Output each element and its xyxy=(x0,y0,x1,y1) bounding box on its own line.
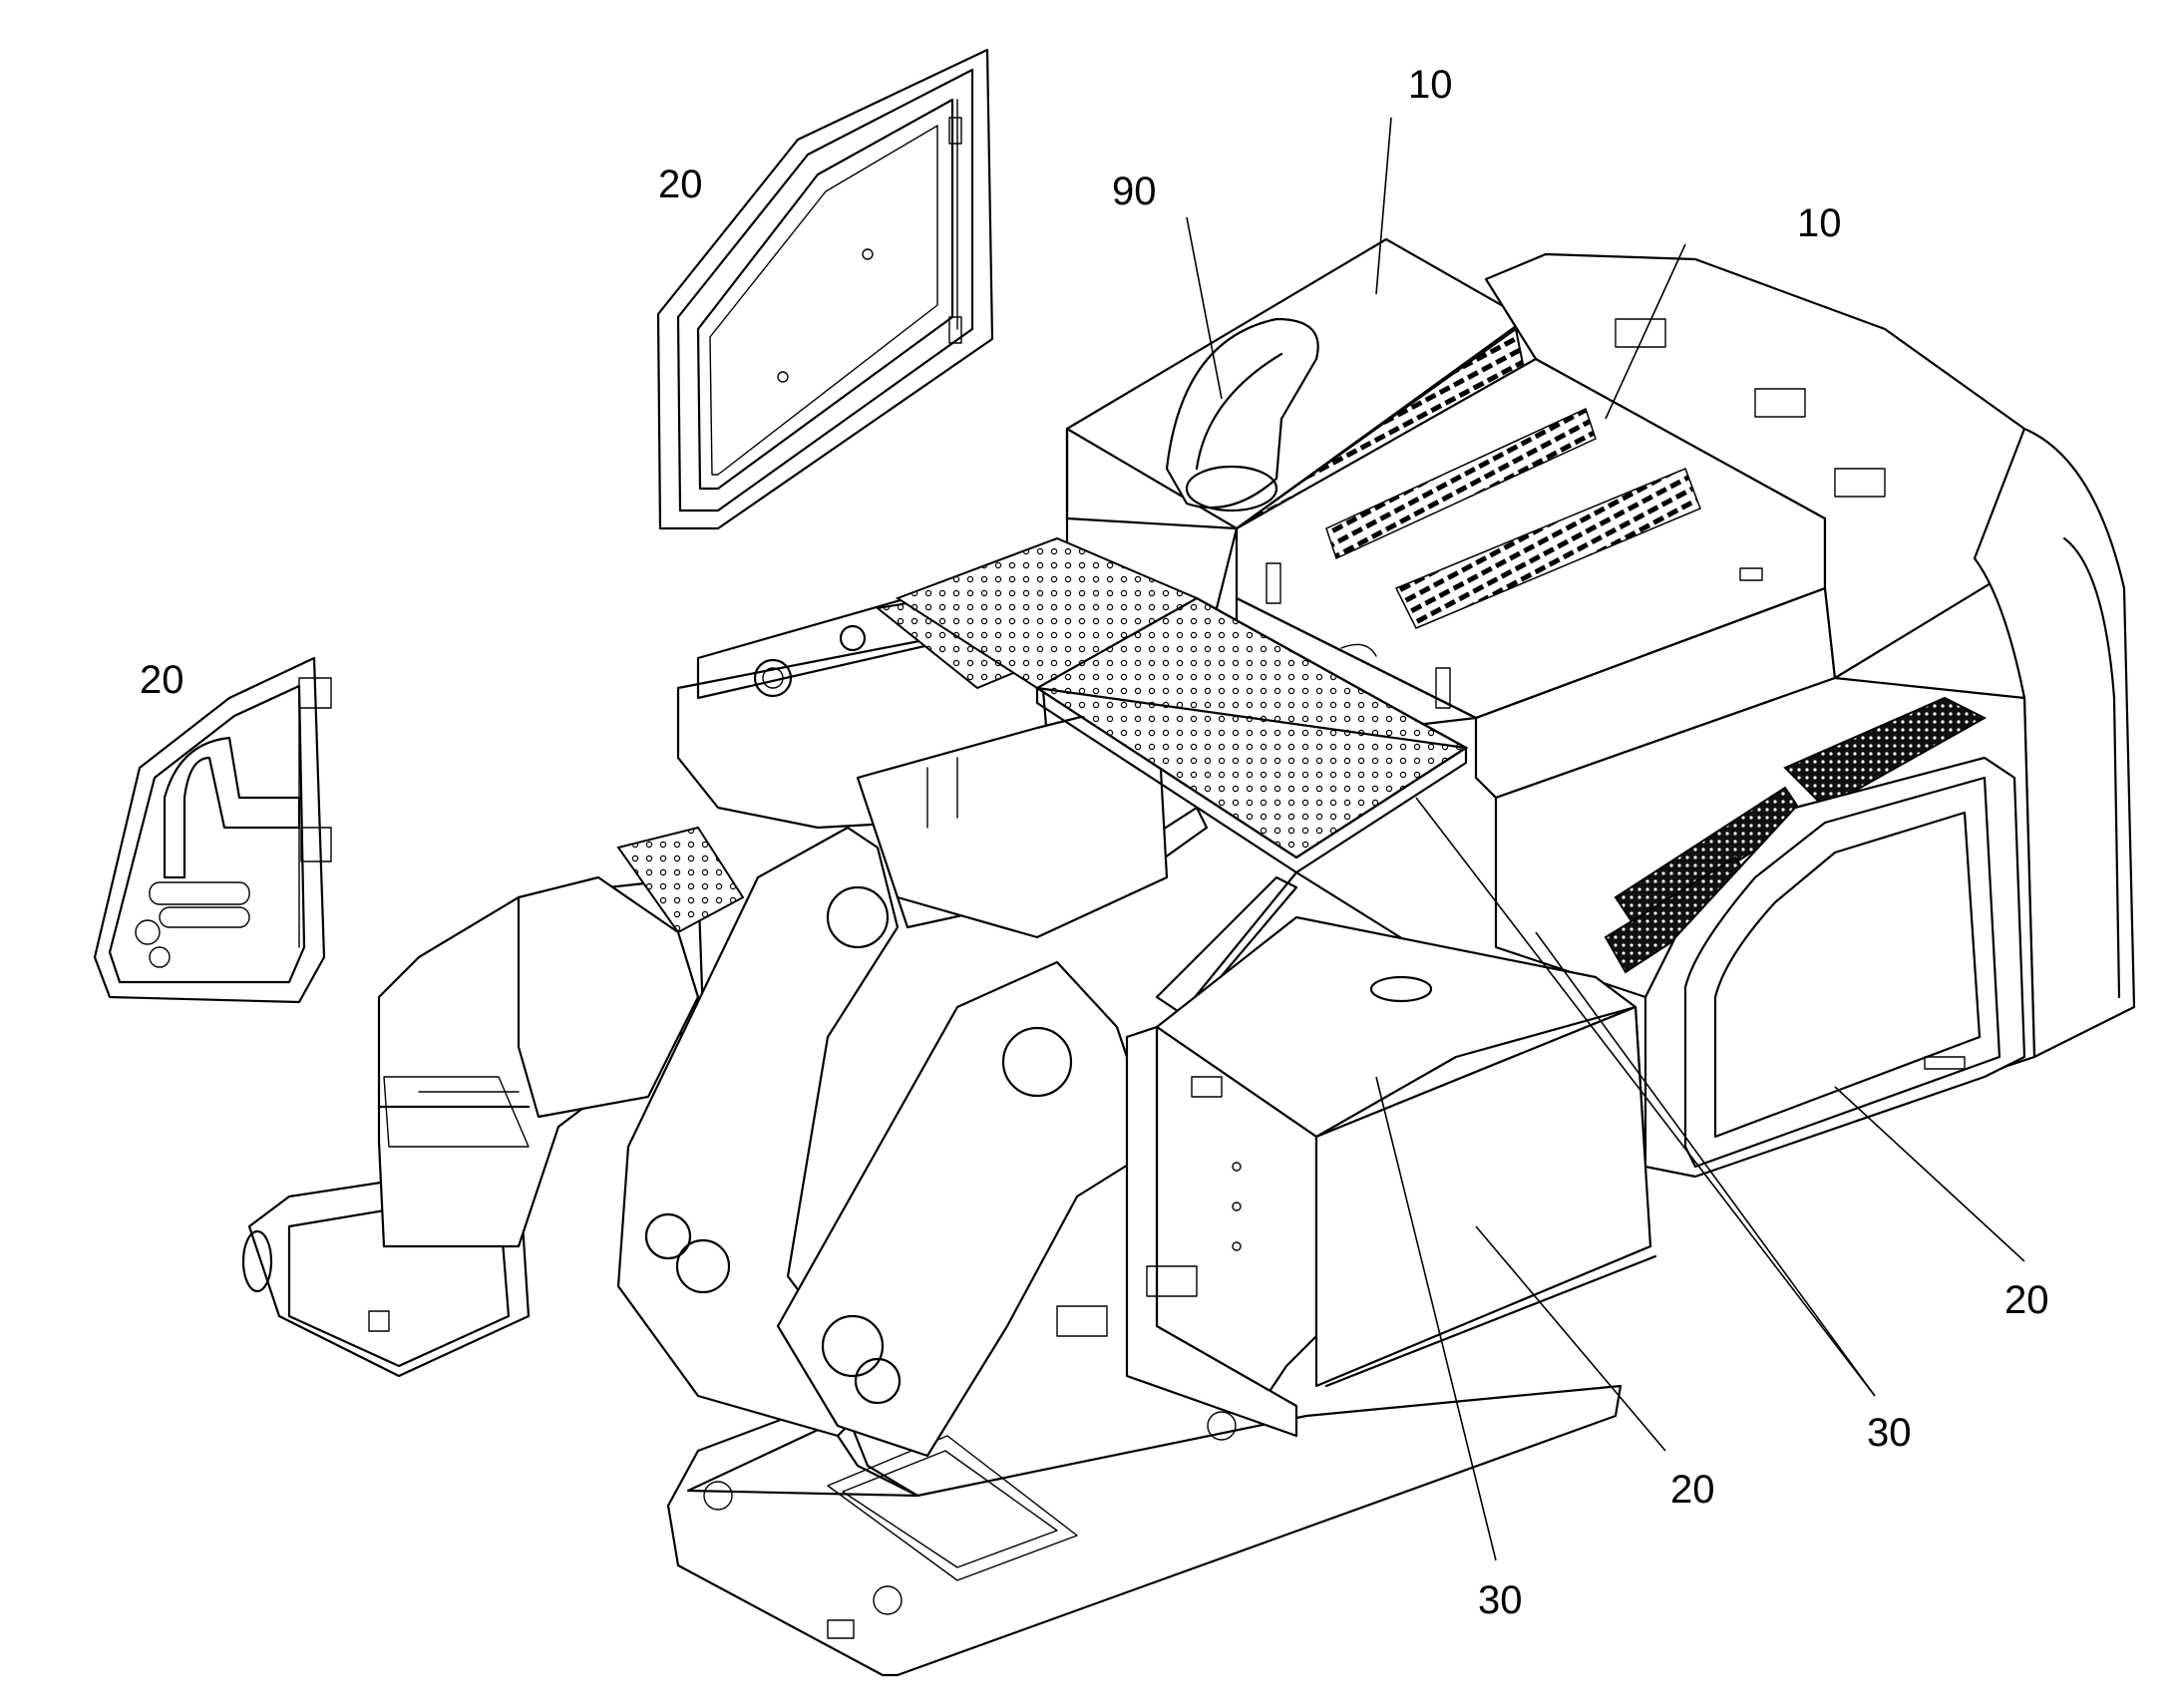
revolving-frame xyxy=(241,806,1623,1677)
leader-side-door-right xyxy=(1834,1086,2025,1262)
callout-labels: 20 20 10 10 90 20 20 30 30 xyxy=(140,63,2049,1622)
leader-lines xyxy=(1186,117,2025,1561)
callout-side-door-right: 20 xyxy=(2004,1278,2049,1322)
leader-hood-right xyxy=(1605,243,1686,420)
center-deck xyxy=(895,536,1657,1438)
leader-deck-right-b xyxy=(1535,931,1876,1397)
leader-hood-top xyxy=(1375,117,1392,295)
callout-deck-right: 30 xyxy=(1867,1411,1912,1455)
right-side-door xyxy=(1643,756,2026,1179)
cab-door-lower xyxy=(93,656,332,1004)
main-engine-cover xyxy=(1235,357,1837,800)
callout-door-left: 20 xyxy=(140,658,184,702)
callout-side-panel-front: 20 xyxy=(1670,1468,1715,1512)
callout-deck-front: 30 xyxy=(1478,1578,1523,1622)
callout-door-top-left: 20 xyxy=(658,163,703,206)
callout-intake: 90 xyxy=(1112,170,1157,213)
leader-deck-right-a xyxy=(1415,797,1876,1397)
callout-hood-right: 10 xyxy=(1797,201,1842,245)
leader-side-panel-front xyxy=(1475,1225,1666,1452)
callout-hood-top: 10 xyxy=(1408,63,1453,107)
cab-door-upper xyxy=(656,48,994,530)
leader-intake xyxy=(1186,216,1223,400)
leader-deck-front xyxy=(1375,1076,1497,1561)
